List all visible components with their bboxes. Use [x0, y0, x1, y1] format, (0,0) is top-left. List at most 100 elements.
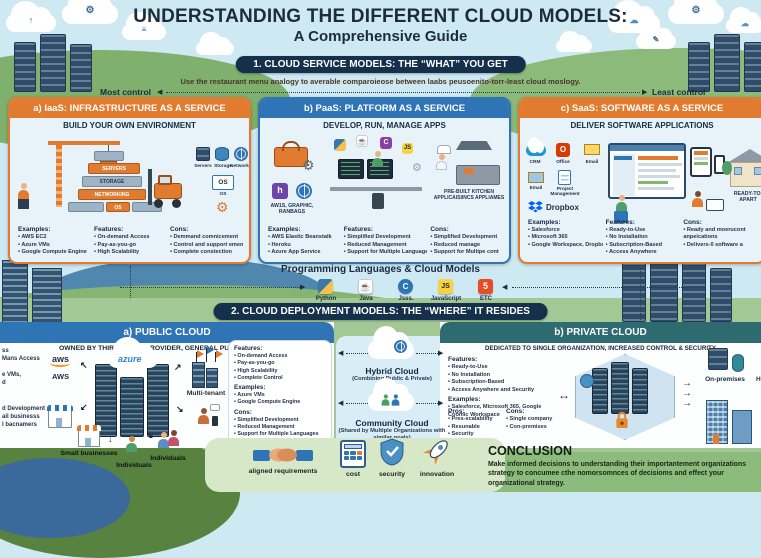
storage-label: Storage: [214, 164, 232, 169]
public-cloud-lists: Features: On-demand AccessPay-as-you-goH…: [228, 340, 332, 446]
arrow-left-icon: ◀: [502, 284, 508, 291]
saas-panel: c) SaaS: SOFTWARE AS A SERVICE DELIVER S…: [518, 97, 761, 264]
servers-label: Servers: [194, 164, 212, 169]
iaas-block-storage: STORAGE: [82, 176, 142, 187]
dropbox-label: Dropbox: [546, 203, 579, 212]
list-item: Con-premises: [506, 424, 562, 432]
most-control-label: Most control: [100, 87, 151, 97]
examples-list: AWS EC2Azure VMsGoogle Compute Engine: [18, 234, 91, 257]
server-rack-icon: [650, 254, 678, 322]
server-rack-icon: [714, 34, 740, 92]
azure-logo: azure: [118, 354, 142, 364]
on-premises-label: On-premises: [705, 376, 745, 383]
storage-icon: [732, 354, 744, 372]
networking-icon: [234, 147, 248, 161]
block-gray: [94, 151, 124, 161]
globe-icon: [394, 340, 407, 353]
list-item: On-demand Access: [234, 353, 326, 360]
paas-header: b) PaaS: PLATFORM AS A SERVICE: [260, 99, 509, 118]
padlock-icon: [616, 411, 628, 428]
cutoff-text: ail businesss: [2, 414, 40, 420]
cons-list: Simplified DevelopmentReduced manageSupp…: [430, 234, 503, 257]
os-label: OS: [219, 192, 227, 197]
dropbox-icon: [528, 201, 543, 213]
list-item: Complete Control: [234, 375, 326, 382]
list-item: Azure VMs: [234, 392, 326, 399]
paas-tagline: DEVELOP, RUN, MANAGE APPS: [323, 121, 446, 130]
list-item: Heroku: [268, 242, 341, 250]
private-cloud-header: b) PRIVATE CLOUD: [440, 322, 761, 343]
private-cloud-pros: Pros: Pres-scalabilityResunableSecurity: [448, 408, 504, 439]
server-tower-icon: [120, 377, 144, 437]
python-icon: [318, 279, 333, 294]
list-item: Simplified Development: [344, 234, 428, 242]
list-item: Salesforce: [528, 227, 603, 235]
user2-icon: [692, 191, 703, 207]
private-cloud-panel: b) PRIVATE CLOUD DEDICATED TO SINGLE ORG…: [440, 322, 761, 448]
shield-badge-icon: [580, 374, 594, 388]
cons-label: Cons:: [234, 408, 252, 416]
cutoff-text: l bacnamers: [2, 422, 38, 428]
azure-cloud-icon: [108, 336, 158, 368]
security-label: security: [378, 471, 406, 478]
paas-cons: Cons: Simplified DevelopmentReduced mana…: [430, 226, 506, 257]
toolbox-handle: [282, 141, 300, 151]
worker-icon: [18, 183, 29, 209]
chair: [614, 211, 628, 223]
list-item: Pay-as-you-go: [234, 360, 326, 367]
list-item: Single company: [506, 416, 562, 424]
stove-icon: [456, 165, 500, 185]
arrow-right-icon: →: [682, 388, 692, 399]
list-item: Support for Multipe cont: [430, 249, 503, 257]
public-cloud-tagline: OWNED BY THIRD-PARTY PROVIDER, GENERAL P…: [58, 345, 275, 352]
chat-bubble-icon: [210, 404, 220, 411]
server-rack-icon: [688, 42, 710, 92]
multi-tenant-label: Multi-tenant: [186, 390, 226, 397]
private-cloud-cons: Cons: Single companyCon-premises: [506, 408, 562, 431]
chef-icon: [436, 154, 447, 170]
features-list: Ready-to-UseNo InstallationSubscription-…: [606, 227, 681, 257]
examples-label: Examples:: [448, 396, 481, 404]
conclusion-text: Make informed decisions to understanding…: [488, 461, 747, 487]
arrow-left-icon: ◀: [338, 350, 344, 357]
calculator-icon: [340, 440, 366, 468]
arrow-right-icon: ▶: [438, 400, 444, 407]
saas-examples: Examples: SalesforceMicrosoft 365Google …: [528, 219, 606, 257]
list-item: Demmand comnicement: [170, 234, 243, 242]
office-label: Office: [556, 160, 570, 165]
arrow-ne-icon: ↗: [174, 362, 182, 372]
house-label-line2: APART: [739, 197, 757, 203]
individuals-label: Individuals: [150, 455, 186, 462]
conclusion-title: CONCLUSION: [488, 444, 573, 458]
dashed-connector: [130, 266, 131, 298]
city-building-icon: [706, 400, 728, 444]
flag-icon: [207, 346, 214, 354]
paas-illustration: ⚙ h AW1S, GRAPHIC, RANBAGS ☕ C JS ⚙ PRE-…: [260, 135, 509, 239]
community-people-icon: [391, 394, 400, 406]
gear-icon: ⚙: [412, 162, 422, 174]
email-icon: [584, 144, 600, 155]
arrow-right-icon: ▶: [642, 89, 648, 96]
laptop-icon: [706, 199, 724, 211]
iaas-block-servers: SERVERS: [88, 163, 140, 174]
dashed-line-left: [120, 287, 300, 288]
aligned-requirements-label: aligned requirements: [248, 468, 318, 475]
page-title: UNDERSTANDING THE DIFFERENT CLOUD MODELS…: [133, 6, 628, 27]
aws-label: AWS: [52, 372, 70, 381]
hybrid-cloud-icon: [368, 325, 414, 359]
arrow-left-icon: ◀: [157, 89, 163, 96]
examples-label: Examples:: [234, 384, 266, 392]
arrow-right-icon: ▶: [438, 350, 444, 357]
list-item: Support for Multiple Languages: [344, 249, 427, 257]
shield-check-icon: [380, 438, 404, 466]
salesforce-icon: [526, 136, 546, 156]
cons-label: Cons:: [683, 218, 702, 226]
dashed-line: [346, 353, 368, 354]
monitor-icon: [338, 159, 364, 179]
paas-examples: Examples: AWS Elastic BeanstalkHerokuAzu…: [268, 226, 344, 257]
server-rack-icon: [682, 262, 706, 322]
person-phone-icon: [198, 408, 209, 424]
arrow-left-icon: ◀: [338, 400, 344, 407]
server-tower-icon: [632, 368, 648, 414]
servers-icon: [196, 147, 210, 161]
